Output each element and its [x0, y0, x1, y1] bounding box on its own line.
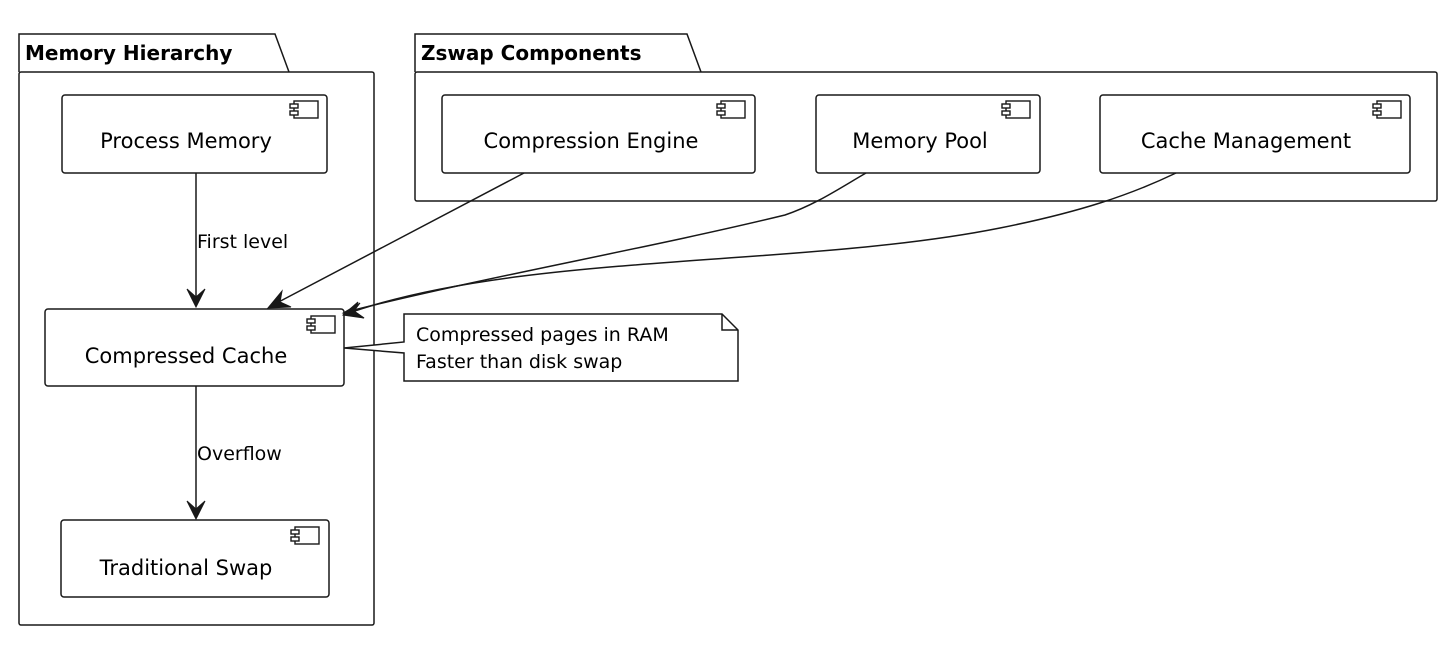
arrowhead: [186, 500, 206, 521]
package-tab: [414, 33, 702, 73]
note-line: Compressed pages in RAM: [416, 324, 669, 346]
note-body: [343, 313, 739, 382]
component-label: Process Memory: [100, 129, 272, 153]
package-title: Memory Hierarchy: [25, 41, 232, 65]
component-icon: [1372, 100, 1402, 119]
component-label: Cache Management: [1141, 129, 1351, 153]
component-box: [1099, 94, 1411, 174]
arrowhead: [266, 289, 292, 309]
component-traditional-swap[interactable]: Traditional Swap: [60, 519, 330, 598]
edge-label: First level: [197, 231, 288, 253]
package-title: Zswap Components: [421, 41, 641, 65]
component-icon: [306, 315, 336, 334]
arrowhead: [186, 288, 206, 309]
edge-first-level: First level: [186, 173, 288, 309]
note-line: Faster than disk swap: [416, 351, 622, 373]
component-icon: [716, 100, 746, 119]
component-compressed-cache[interactable]: Compressed Cache: [44, 308, 345, 387]
arrowhead: [341, 301, 365, 319]
edge-cache-management-to-cache: [341, 172, 1177, 319]
edge-overflow: Overflow: [186, 386, 282, 521]
edge-compression-engine-to-cache: [266, 172, 525, 309]
component-process-memory[interactable]: Process Memory: [61, 94, 328, 174]
component-box: [60, 519, 330, 598]
component-compression-engine[interactable]: Compression Engine: [441, 94, 756, 174]
component-icon: [289, 100, 319, 119]
component-icon: [1001, 100, 1031, 119]
edge-line: [270, 172, 525, 307]
edge-line: [345, 172, 1177, 315]
component-label: Compression Engine: [484, 129, 699, 153]
component-memory-pool[interactable]: Memory Pool: [815, 94, 1041, 174]
component-label: Compressed Cache: [85, 344, 288, 368]
component-label: Memory Pool: [852, 129, 988, 153]
note-compressed-cache: Compressed pages in RAM Faster than disk…: [343, 313, 739, 382]
edge-label: Overflow: [197, 443, 282, 465]
component-box: [61, 94, 328, 174]
package-tab: [18, 33, 290, 73]
component-box: [815, 94, 1041, 174]
note-fold: [721, 314, 738, 331]
component-box: [441, 94, 756, 174]
component-cache-management[interactable]: Cache Management: [1099, 94, 1411, 174]
component-icon: [290, 526, 320, 545]
component-label: Traditional Swap: [99, 556, 273, 580]
